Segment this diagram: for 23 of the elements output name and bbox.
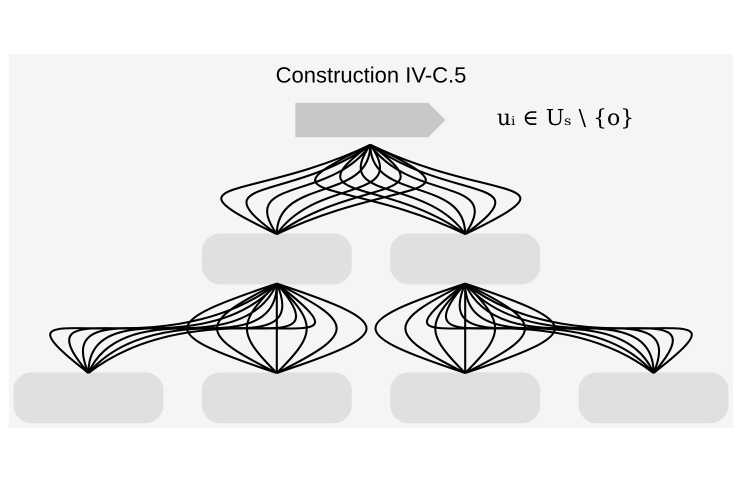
connector <box>216 282 278 374</box>
connector <box>276 282 368 374</box>
connector <box>276 282 308 374</box>
connector <box>339 144 466 235</box>
connector <box>374 282 466 374</box>
connector <box>186 282 278 374</box>
node-box <box>14 372 164 424</box>
connector <box>464 282 556 374</box>
node-box <box>202 372 352 424</box>
node-box <box>390 233 540 284</box>
connector <box>220 144 371 236</box>
node-box <box>578 372 728 424</box>
diagram-title: Construction IV-C.5 <box>276 62 466 88</box>
connector <box>314 144 466 236</box>
node-label: uᵢ ∈ Uₛ \ {o} <box>496 106 634 132</box>
connector <box>246 282 278 374</box>
connector <box>370 144 522 236</box>
connector <box>370 144 496 235</box>
node-box <box>295 102 446 138</box>
node-box <box>390 372 540 424</box>
node-box <box>202 233 352 284</box>
connector <box>276 282 338 374</box>
connector <box>404 282 466 374</box>
